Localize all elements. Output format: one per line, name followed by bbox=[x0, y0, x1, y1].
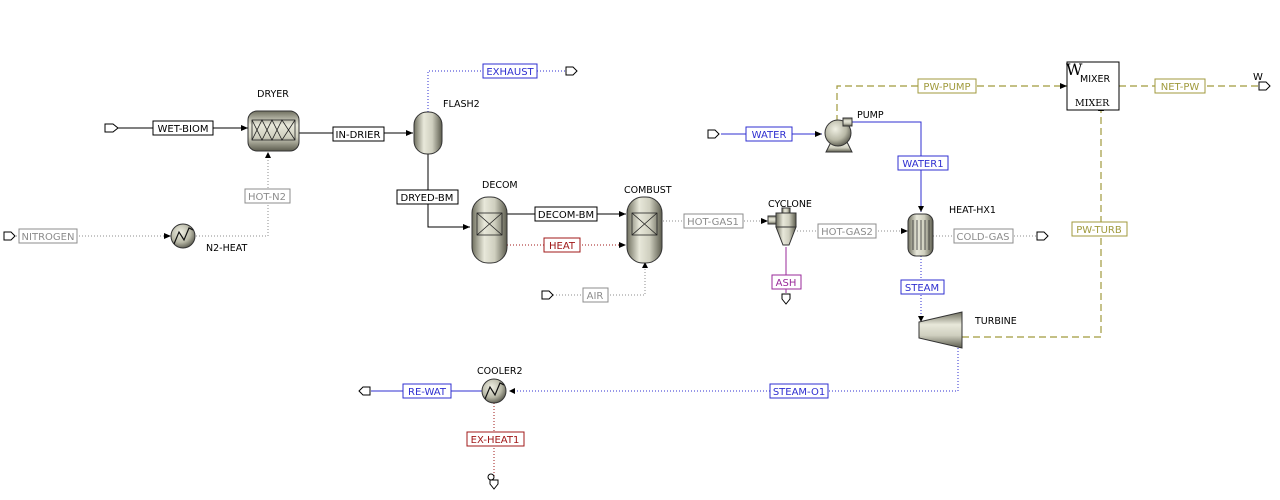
stream-label-nitrogen: NITROGEN bbox=[22, 232, 75, 243]
block-combust[interactable]: COMBUST bbox=[624, 185, 672, 264]
stream-label-wet-biom: WET-BIOM bbox=[158, 124, 209, 135]
stream-label-ex-heat1: EX-HEAT1 bbox=[471, 435, 520, 446]
block-mixer[interactable]: W MIXER MIXER bbox=[1066, 60, 1120, 111]
stream-re-wat[interactable]: RE-WAT bbox=[358, 383, 483, 399]
stream-label-dryed-bm: DRYED-BM bbox=[401, 193, 454, 204]
heater-zigzag-icon bbox=[173, 227, 194, 245]
stream-label-water1: WATER1 bbox=[902, 159, 943, 170]
feed-arrow-icon bbox=[3, 231, 16, 241]
stream-hot-gas1[interactable]: HOT-GAS1 bbox=[663, 213, 768, 229]
stream-steam-o1[interactable]: STEAM-O1 bbox=[509, 348, 959, 399]
block-turbine[interactable]: TURBINE bbox=[918, 311, 1017, 349]
stream-label-exhaust: EXHAUST bbox=[486, 67, 534, 78]
stream-label-in-drier: IN-DRIER bbox=[336, 130, 381, 141]
block-label-turbine: TURBINE bbox=[974, 316, 1017, 327]
stream-cold-gas[interactable]: COLD-GAS bbox=[933, 228, 1049, 244]
block-label-heat-hx1: HEAT-HX1 bbox=[949, 205, 996, 216]
block-cyclone[interactable]: CYCLONE bbox=[767, 199, 812, 246]
stream-label-decom-bm: DECOM-BM bbox=[538, 210, 594, 221]
stream-label-heat: HEAT bbox=[549, 241, 576, 252]
product-arrow-icon bbox=[489, 479, 499, 490]
block-n2-heat[interactable]: N2-HEAT bbox=[170, 223, 247, 254]
stream-label-net-pw: NET-PW bbox=[1161, 82, 1200, 93]
stream-label-cold-gas: COLD-GAS bbox=[956, 232, 1009, 243]
stream-dryed-bm[interactable]: DRYED-BM bbox=[396, 154, 470, 230]
stream-label-air: AIR bbox=[587, 291, 604, 302]
stream-water[interactable]: WATER bbox=[707, 126, 822, 142]
product-arrow-icon bbox=[1036, 231, 1049, 241]
tube-bundle-icon bbox=[912, 220, 930, 250]
block-pump[interactable]: PUMP bbox=[824, 110, 884, 153]
block-label-pump: PUMP bbox=[857, 110, 884, 121]
block-dryer[interactable]: DRYER bbox=[247, 89, 300, 152]
stream-pw-pump[interactable]: PW-PUMP bbox=[836, 78, 1067, 122]
stream-label-steam-o1: STEAM-O1 bbox=[773, 387, 825, 398]
block-label-n2-heat: N2-HEAT bbox=[206, 243, 247, 254]
stream-net-pw[interactable]: W NET-PW bbox=[1119, 72, 1271, 94]
packed-bed-icon bbox=[251, 119, 296, 141]
block-label-mixer-bottom: MIXER bbox=[1075, 98, 1110, 109]
stream-decom-bm[interactable]: DECOM-BM bbox=[507, 206, 626, 222]
block-label-dryer: DRYER bbox=[257, 89, 289, 100]
reactor-bed-icon bbox=[631, 212, 658, 236]
stream-label-re-wat: RE-WAT bbox=[408, 387, 447, 398]
stream-ex-heat1[interactable]: EX-HEAT1 bbox=[466, 403, 525, 490]
cooler-zigzag-icon bbox=[484, 382, 505, 400]
feed-arrow-icon bbox=[541, 290, 554, 300]
block-label-mixer-top: MIXER bbox=[1080, 74, 1111, 85]
stream-label-pw-turb: PW-TURB bbox=[1076, 225, 1122, 236]
block-flash2[interactable]: FLASH2 bbox=[413, 99, 480, 155]
heat-product-icon bbox=[487, 473, 495, 481]
product-arrow-icon bbox=[565, 66, 578, 76]
block-label-decom: DECOM bbox=[482, 180, 518, 191]
stream-nitrogen[interactable]: NITROGEN bbox=[3, 228, 171, 244]
feed-arrow-icon bbox=[707, 129, 720, 139]
feed-arrow-icon bbox=[104, 123, 119, 133]
block-label-flash2: FLASH2 bbox=[443, 99, 480, 110]
stream-hot-gas2[interactable]: HOT-GAS2 bbox=[797, 223, 908, 239]
stream-ash[interactable]: ASH bbox=[771, 247, 802, 305]
stream-label-hot-n2: HOT-N2 bbox=[248, 192, 286, 203]
block-decom[interactable]: DECOM bbox=[471, 180, 518, 264]
stream-in-drier[interactable]: IN-DRIER bbox=[299, 126, 413, 142]
block-label-combust: COMBUST bbox=[624, 185, 672, 196]
stream-label-pw-pump: PW-PUMP bbox=[923, 82, 970, 93]
stream-label-steam: STEAM bbox=[905, 283, 939, 294]
stream-label-hot-gas2: HOT-GAS2 bbox=[821, 227, 873, 238]
stream-label-w-out: W bbox=[1253, 72, 1263, 83]
product-arrow-icon bbox=[358, 386, 371, 396]
stream-label-ash: ASH bbox=[776, 278, 797, 289]
stream-wet-biom[interactable]: WET-BIOM bbox=[104, 120, 248, 136]
block-label-cyclone: CYCLONE bbox=[768, 199, 812, 210]
stream-water1[interactable]: WATER1 bbox=[852, 121, 949, 212]
stream-heat[interactable]: HEAT bbox=[507, 237, 626, 253]
block-label-mixer-w: W bbox=[1066, 60, 1083, 79]
stream-air[interactable]: AIR bbox=[541, 262, 648, 303]
stream-exhaust[interactable]: EXHAUST bbox=[427, 63, 578, 112]
block-heat-hx1[interactable]: HEAT-HX1 bbox=[907, 205, 996, 257]
stream-pw-turb[interactable]: PW-TURB bbox=[962, 105, 1128, 338]
block-cooler2[interactable]: COOLER2 bbox=[477, 366, 523, 404]
stream-label-water: WATER bbox=[752, 130, 787, 141]
stream-label-hot-gas1: HOT-GAS1 bbox=[687, 217, 739, 228]
product-arrow-icon bbox=[781, 293, 791, 305]
reactor-bed-icon bbox=[476, 212, 503, 236]
stream-steam[interactable]: STEAM bbox=[900, 256, 945, 322]
block-label-cooler2: COOLER2 bbox=[477, 366, 523, 377]
stream-hot-n2[interactable]: HOT-N2 bbox=[196, 152, 291, 237]
product-arrow-icon bbox=[1258, 81, 1271, 91]
